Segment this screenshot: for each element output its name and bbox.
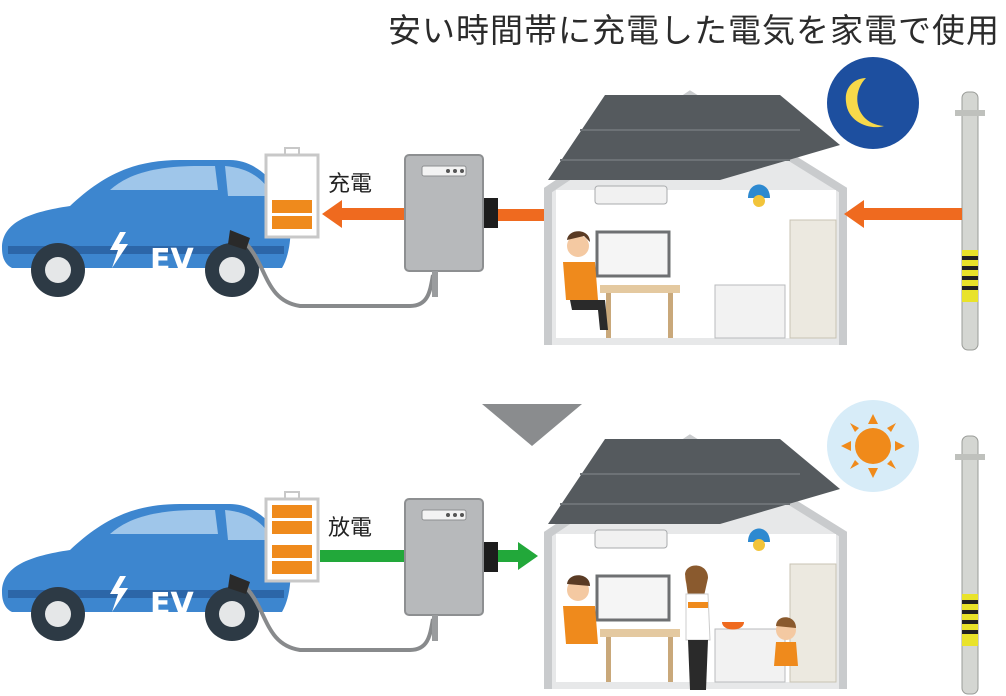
family — [563, 565, 798, 690]
ev-car-top — [2, 160, 291, 297]
page-title: 安い時間帯に充電した電気を家電で使用 — [388, 11, 1000, 50]
sun-icon — [827, 400, 919, 492]
person-sitting — [563, 231, 608, 330]
lamp-icon — [748, 184, 770, 207]
ev-label-top: EV — [150, 243, 194, 278]
utility-pole-bottom — [955, 435, 985, 695]
battery-full-bottom — [264, 491, 320, 583]
moon-icon — [827, 57, 919, 149]
grid-to-house-arrow — [844, 200, 962, 228]
discharge-arrow — [498, 542, 538, 570]
charge-arrow — [322, 200, 404, 228]
discharge-line — [320, 550, 406, 562]
v2h-charger-top — [404, 154, 499, 298]
ev-car-bottom — [2, 504, 291, 641]
v2h-charger-bottom — [404, 498, 499, 642]
transition-arrow — [482, 404, 582, 446]
house-to-charger-arrow — [498, 209, 548, 221]
utility-pole-top — [955, 91, 985, 351]
lamp-icon — [748, 528, 770, 551]
charge-label: 充電 — [328, 172, 373, 197]
discharge-label: 放電 — [328, 516, 373, 541]
ev-label-bottom: EV — [150, 587, 194, 622]
battery-charging-top — [264, 147, 320, 239]
